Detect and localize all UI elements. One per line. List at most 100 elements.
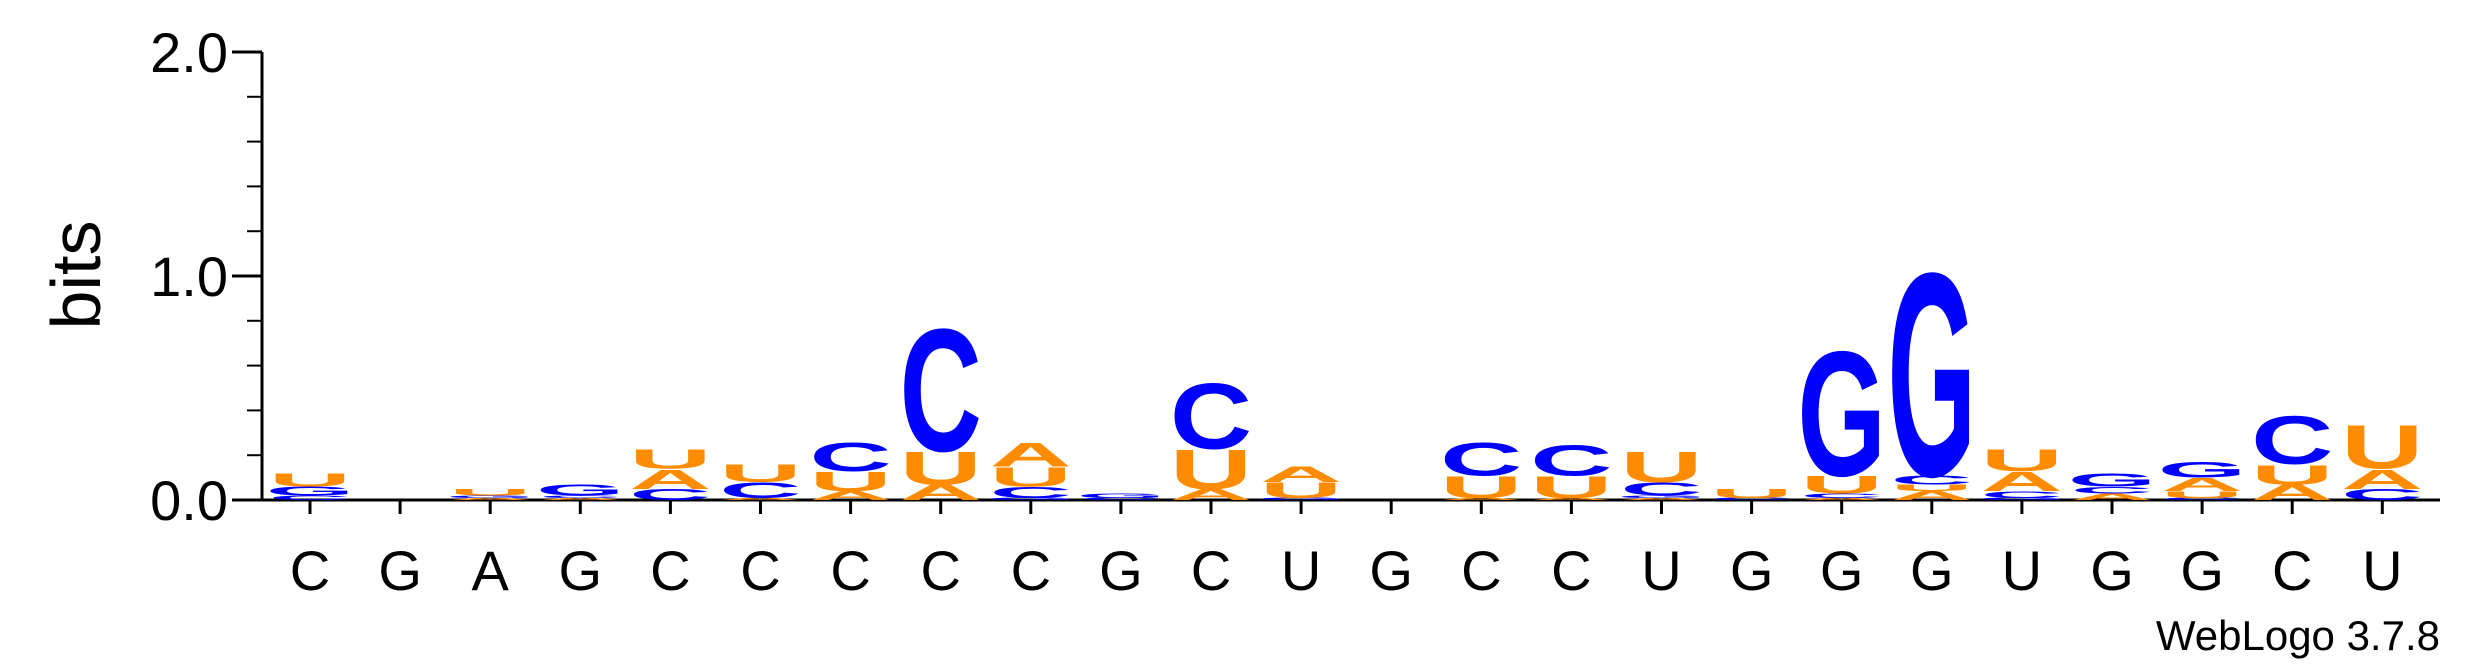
logo-letter-U: U <box>449 487 531 497</box>
logo-letter-A: A <box>1891 489 1973 503</box>
x-tick-label: C <box>740 539 780 602</box>
x-tick-label: C <box>1011 539 1051 602</box>
logo-letter-U: U <box>900 442 982 494</box>
logo-letter-G: G <box>266 484 355 498</box>
logo-letter-U: U <box>1260 478 1342 502</box>
logo-letter-G: G <box>1617 495 1706 498</box>
y-axis-title: bits <box>37 221 115 330</box>
logo-letter-U: U <box>1801 471 1883 499</box>
x-tick-label: G <box>1730 539 1774 602</box>
x-tick-label: C <box>1191 539 1231 602</box>
x-tick-label: G <box>1369 539 1413 602</box>
logo-letter-U: U <box>1891 483 1973 493</box>
logo-letter-C: C <box>2161 497 2243 500</box>
logo-letter-G: G <box>1257 497 1346 500</box>
x-tick-label: G <box>559 539 603 602</box>
logo-letter-U: U <box>1620 443 1702 492</box>
logo-letter-C: C <box>1530 436 1612 485</box>
logo-letter-A: A <box>809 489 891 503</box>
logo-letter-C: C <box>1620 479 1702 500</box>
logo-letter-G: G <box>1888 212 1977 537</box>
x-tick-label: G <box>1910 539 1954 602</box>
logo-letter-A: A <box>1981 466 2063 498</box>
logo-letter-G: G <box>1978 497 2067 500</box>
logo-letter-A: A <box>449 497 531 500</box>
x-tick-label: U <box>2362 539 2402 602</box>
x-tick-label: C <box>920 539 960 602</box>
logo-letter-A: A <box>1530 497 1612 500</box>
weblogo-credit: WebLogo 3.7.8 <box>2156 612 2440 659</box>
logo-letter-U: U <box>269 470 351 491</box>
logo-letter-C: C <box>900 293 982 489</box>
logo-letter-G: G <box>1797 314 1886 513</box>
y-tick-label: 2.0 <box>150 21 228 84</box>
logo-letter-U: U <box>1981 442 2063 477</box>
logo-letter-G: G <box>2158 458 2247 482</box>
logo-letter-C: C <box>719 478 801 502</box>
logo-letter-U: U <box>1710 487 1792 501</box>
logo-letter-A: A <box>1801 497 1883 500</box>
logo-letter-C: C <box>269 494 351 501</box>
logo-letter-C: C <box>1891 473 1973 487</box>
y-axis: 0.0 1.0 2.0 <box>150 21 2440 532</box>
x-tick-label: U <box>2002 539 2042 602</box>
logo-letter-U: U <box>1530 469 1612 504</box>
logo-letter-C: C <box>629 486 711 504</box>
x-tick-label: G <box>1820 539 1864 602</box>
logo-letter-C: C <box>1801 492 1883 499</box>
logo-letter-C: C <box>2251 402 2333 479</box>
logo-letter-C: C <box>2341 486 2423 504</box>
x-tick-label: U <box>1641 539 1681 602</box>
x-tick-label: G <box>2180 539 2224 602</box>
x-tick-label: U <box>1281 539 1321 602</box>
logo-letter-U: U <box>2251 459 2333 491</box>
logo-letter-G: G <box>536 481 625 499</box>
x-tick-label: G <box>1099 539 1143 602</box>
logo-letter-U: U <box>2341 413 2423 482</box>
logo-letter-C: C <box>809 435 891 480</box>
x-tick-label: G <box>2090 539 2134 602</box>
logo-letter-C: C <box>1710 497 1792 500</box>
logo-letter-U: U <box>2161 489 2243 499</box>
x-tick-label: C <box>1461 539 1501 602</box>
logo-letter-U: U <box>629 443 711 475</box>
logo-letter-U: U <box>809 466 891 498</box>
logo-letter-A: A <box>1620 497 1702 500</box>
x-tick-label: A <box>472 539 510 602</box>
logo-letter-G: G <box>1077 492 1166 499</box>
logo-letter-G: G <box>446 495 535 498</box>
logo-letter-C: C <box>1981 489 2063 499</box>
logo-letter-C: C <box>990 484 1072 502</box>
x-tick-label: C <box>290 539 330 602</box>
logo-letter-U: U <box>990 461 1072 493</box>
x-tick-label: G <box>378 539 422 602</box>
x-tick-label: C <box>650 539 690 602</box>
logo-letter-A: A <box>539 497 621 500</box>
logo-letter-C: C <box>1170 365 1252 469</box>
logo-letter-A: A <box>2161 474 2243 495</box>
logo-letter-G: G <box>987 497 1076 500</box>
logo-letter-A: A <box>629 463 711 495</box>
x-tick-label: C <box>1551 539 1591 602</box>
x-tick-label: C <box>2272 539 2312 602</box>
logo-letter-U: U <box>1170 439 1252 502</box>
logo-letter-U: U <box>1440 469 1522 504</box>
logo-letter-C: C <box>1440 433 1522 485</box>
y-tick-label: 0.0 <box>150 469 228 532</box>
logo-letter-C: C <box>539 495 621 498</box>
logo-letter-A: A <box>2071 492 2153 502</box>
logo-letter-C: C <box>1080 497 1162 500</box>
logo-letter-A: A <box>1440 497 1522 500</box>
logo-letter-A: A <box>990 435 1072 473</box>
logo-letter-A: A <box>1260 463 1342 487</box>
logo-letter-C: C <box>2071 485 2153 495</box>
logo-letter-U: U <box>719 460 801 488</box>
logo-letter-A: A <box>719 497 801 500</box>
y-tick-label: 1.0 <box>150 245 228 308</box>
logo-letter-A: A <box>2341 463 2423 495</box>
logo-letter-G: G <box>2068 470 2157 491</box>
logo-letter-A: A <box>1170 486 1252 504</box>
